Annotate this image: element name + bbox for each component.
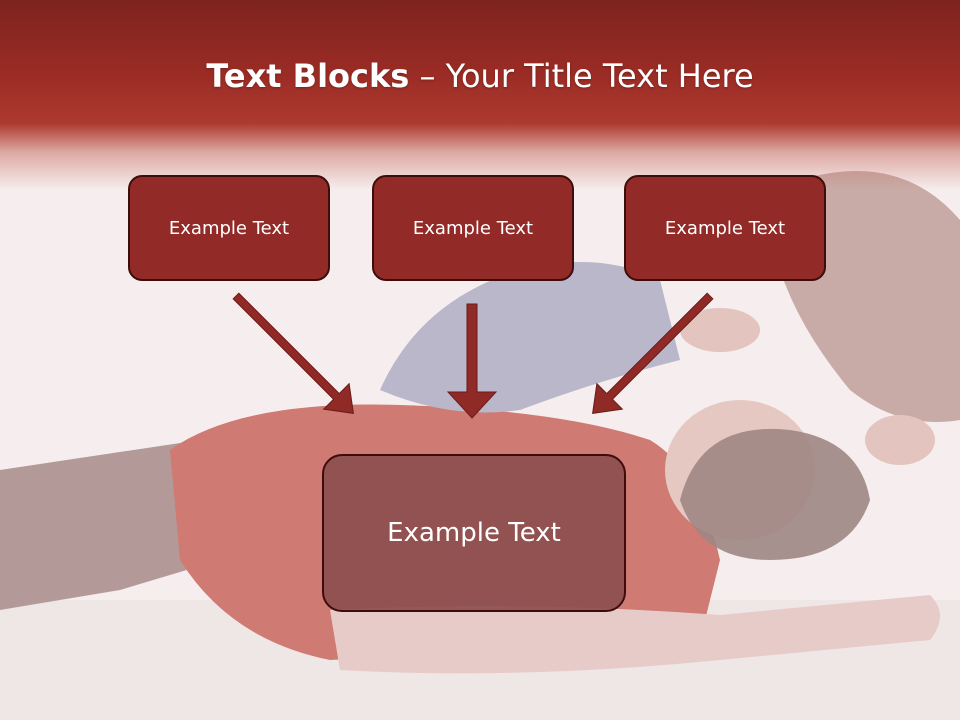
target-text-block[interactable]: Example Text — [322, 454, 626, 612]
arrow-down-left-icon — [592, 292, 714, 414]
target-text-block-label: Example Text — [387, 518, 561, 548]
slide-title: Text Blocks – Your Title Text Here — [0, 52, 960, 100]
text-block-2[interactable]: Example Text — [372, 175, 574, 281]
arrow-down-icon — [446, 303, 498, 419]
title-separator: – — [409, 57, 446, 95]
title-bold-text: Text Blocks — [206, 57, 410, 95]
text-block-2-label: Example Text — [412, 217, 534, 239]
arrow-down-right-icon — [232, 292, 354, 414]
text-block-1[interactable]: Example Text — [128, 175, 330, 281]
text-block-3-label: Example Text — [664, 217, 786, 239]
text-block-3[interactable]: Example Text — [624, 175, 826, 281]
text-block-1-label: Example Text — [168, 217, 290, 239]
title-rest-text: Your Title Text Here — [445, 57, 754, 95]
title-band — [0, 0, 960, 190]
